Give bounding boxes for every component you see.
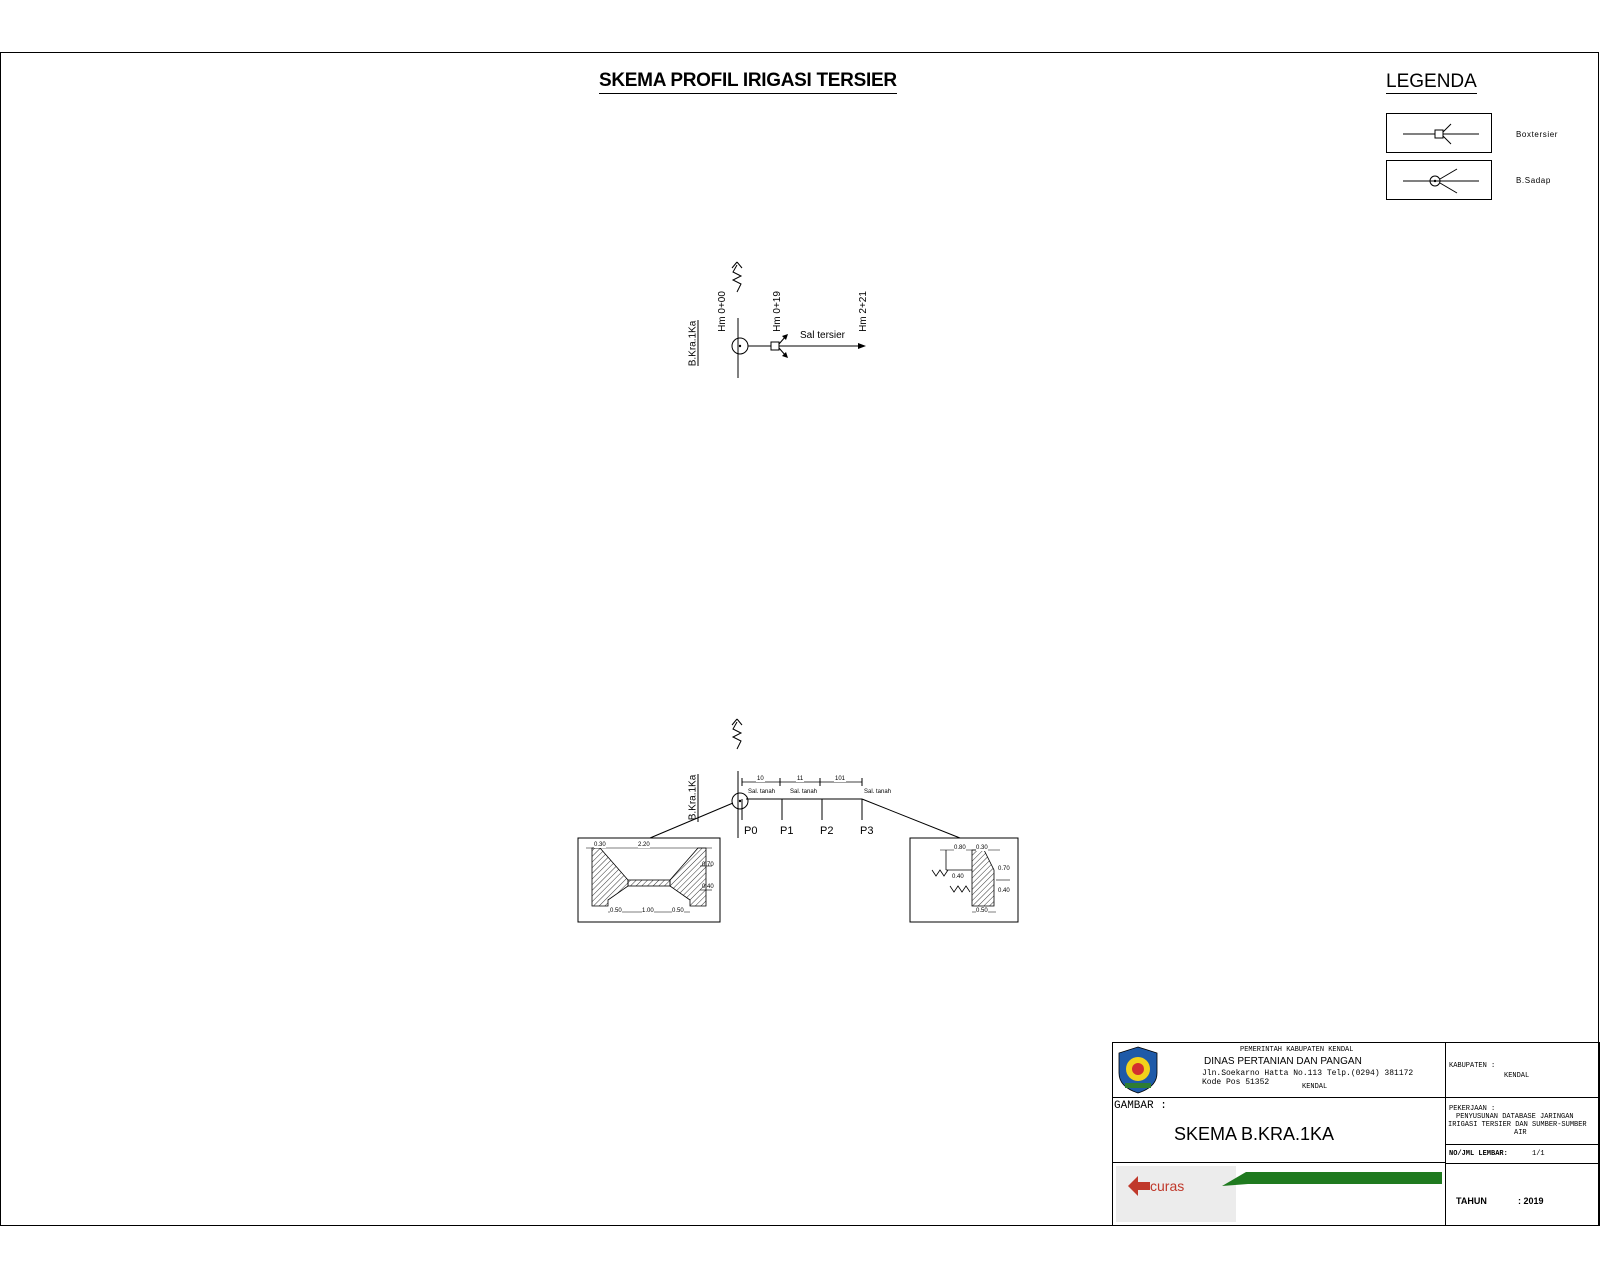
segment-length-1: 11	[796, 776, 805, 782]
drawing-sheet-border	[0, 52, 1599, 1226]
tb-address: Jln.Soekarno Hatta No.113 Telp.(0294) 38…	[1202, 1069, 1414, 1078]
top-channel-label: Sal tersier	[800, 330, 846, 341]
green-band	[1222, 1172, 1442, 1186]
point-label-p3: P3	[860, 825, 874, 837]
legend-label-boxtersier: Boxtersier	[1516, 130, 1559, 139]
drawing-title: SKEMA PROFIL IRIGASI TERSIER	[599, 70, 897, 94]
left-dim-h1: 0.70	[702, 862, 714, 868]
segment-note-1: Sal. tanah	[790, 789, 818, 795]
tb-pekerjaan-label: PEKERJAAN :	[1449, 1105, 1496, 1113]
legend-box-tersier	[1386, 113, 1492, 153]
tb-gambar-value: SKEMA B.KRA.1KA	[1174, 1124, 1335, 1144]
segment-note-2: Sal. tanah	[864, 789, 892, 795]
segment-length-2: 101	[834, 776, 847, 782]
left-dim-h2: 0.40	[702, 884, 714, 890]
tb-year-label: TAHUN	[1456, 1196, 1487, 1206]
kendal-crest-icon	[1118, 1046, 1158, 1094]
top-station-2: Hm 2+21	[857, 291, 869, 332]
right-dim-edge: 0.30	[976, 845, 988, 851]
right-dim-top: 0.80	[954, 845, 966, 851]
top-node-label: B.Kra.1Ka	[687, 320, 699, 367]
point-label-p2: P2	[820, 825, 834, 837]
bangunan-sadap-icon	[1403, 168, 1479, 194]
legend-title: LEGENDA	[1386, 71, 1477, 94]
left-dim-edge: 0.30	[594, 842, 606, 848]
right-dim-h1: 0.70	[998, 866, 1010, 872]
right-dim-inner: 0.40	[952, 874, 964, 880]
left-dim-base-right: 0.50	[672, 908, 684, 914]
left-dim-base-mid: 1.00	[642, 908, 654, 914]
title-block-year-cell	[1445, 1163, 1600, 1226]
tb-kabupaten-value: KENDAL	[1504, 1072, 1530, 1080]
title-block: PEMERINTAH KABUPATEN KENDAL DINAS PERTAN…	[1112, 1042, 1600, 1226]
segment-length-0: 10	[756, 776, 765, 782]
tb-pekerjaan-line-3: AIR	[1514, 1129, 1527, 1137]
top-station-1: Hm 0+19	[771, 291, 783, 332]
tb-sheet-label: NO/JML LEMBAR:	[1449, 1150, 1508, 1158]
title-block-kabupaten-cell	[1445, 1042, 1600, 1098]
tb-agency: DINAS PERTANIAN DAN PANGAN	[1204, 1056, 1362, 1067]
left-dim-base-left: 0.50	[610, 908, 622, 914]
tb-sheet-value: 1/1	[1532, 1150, 1545, 1158]
tb-postcode: Kode Pos 51352	[1202, 1078, 1270, 1087]
bottom-node-label: B.Kra.1Ka	[687, 774, 699, 821]
right-dim-base: 0.50	[976, 908, 988, 914]
top-station-0: Hm 0+00	[716, 291, 728, 332]
segment-note-0: Sal. tanah	[748, 789, 776, 795]
left-dim-top-width: 2.20	[638, 842, 650, 848]
box-tersier-icon	[1403, 123, 1479, 145]
tb-kabupaten-label: KABUPATEN :	[1449, 1062, 1496, 1070]
consultant-logo-text: curas	[1150, 1178, 1185, 1194]
tb-pekerjaan-line-1: PENYUSUNAN DATABASE JARINGAN	[1456, 1113, 1574, 1121]
tb-pekerjaan-line-2: IRIGASI TERSIER DAN SUMBER-SUMBER	[1448, 1121, 1587, 1129]
point-label-p0: P0	[744, 825, 758, 837]
right-dim-h2: 0.40	[998, 888, 1010, 894]
tb-gov: PEMERINTAH KABUPATEN KENDAL	[1240, 1046, 1354, 1054]
tb-year-value: : 2019	[1518, 1196, 1544, 1206]
tb-gambar-label: GAMBAR :	[1114, 1100, 1167, 1112]
legend-box-sadap	[1386, 160, 1492, 200]
legend-label-bsadap: B.Sadap	[1516, 176, 1551, 185]
tb-city: KENDAL	[1302, 1083, 1328, 1091]
point-label-p1: P1	[780, 825, 794, 837]
consultant-logo-icon	[1128, 1176, 1150, 1196]
